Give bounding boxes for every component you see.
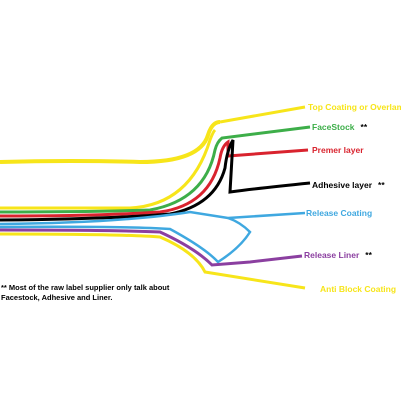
adhesive-line xyxy=(0,139,311,222)
release-liner-line xyxy=(0,228,303,267)
release-coating-label: Release Coating xyxy=(306,208,372,218)
premer-label: Premer layer xyxy=(312,145,364,155)
facestock-line xyxy=(0,125,311,214)
top-coating-leader xyxy=(219,105,306,124)
top-coating-lower-line xyxy=(0,128,217,210)
top-coating-label: Top Coating or Overlaminate xyxy=(308,102,401,112)
footnote-line-2: Facestock, Adhesive and Liner. xyxy=(1,293,113,302)
footnote: ** Most of the raw label supplier only t… xyxy=(1,283,201,303)
footnote-line-1: ** Most of the raw label supplier only t… xyxy=(1,283,170,292)
adhesive-label: Adhesive layer** xyxy=(312,180,385,190)
top-coating-line xyxy=(0,120,221,165)
facestock-label: FaceStock** xyxy=(312,122,368,132)
premer-line xyxy=(0,139,309,218)
release-coating-line xyxy=(0,210,306,226)
anti-block-label: Anti Block Coating xyxy=(320,284,396,294)
release-liner-label: Release Liner** xyxy=(304,250,373,260)
anti-block-line xyxy=(0,232,306,290)
release-coating-curve xyxy=(0,216,252,264)
